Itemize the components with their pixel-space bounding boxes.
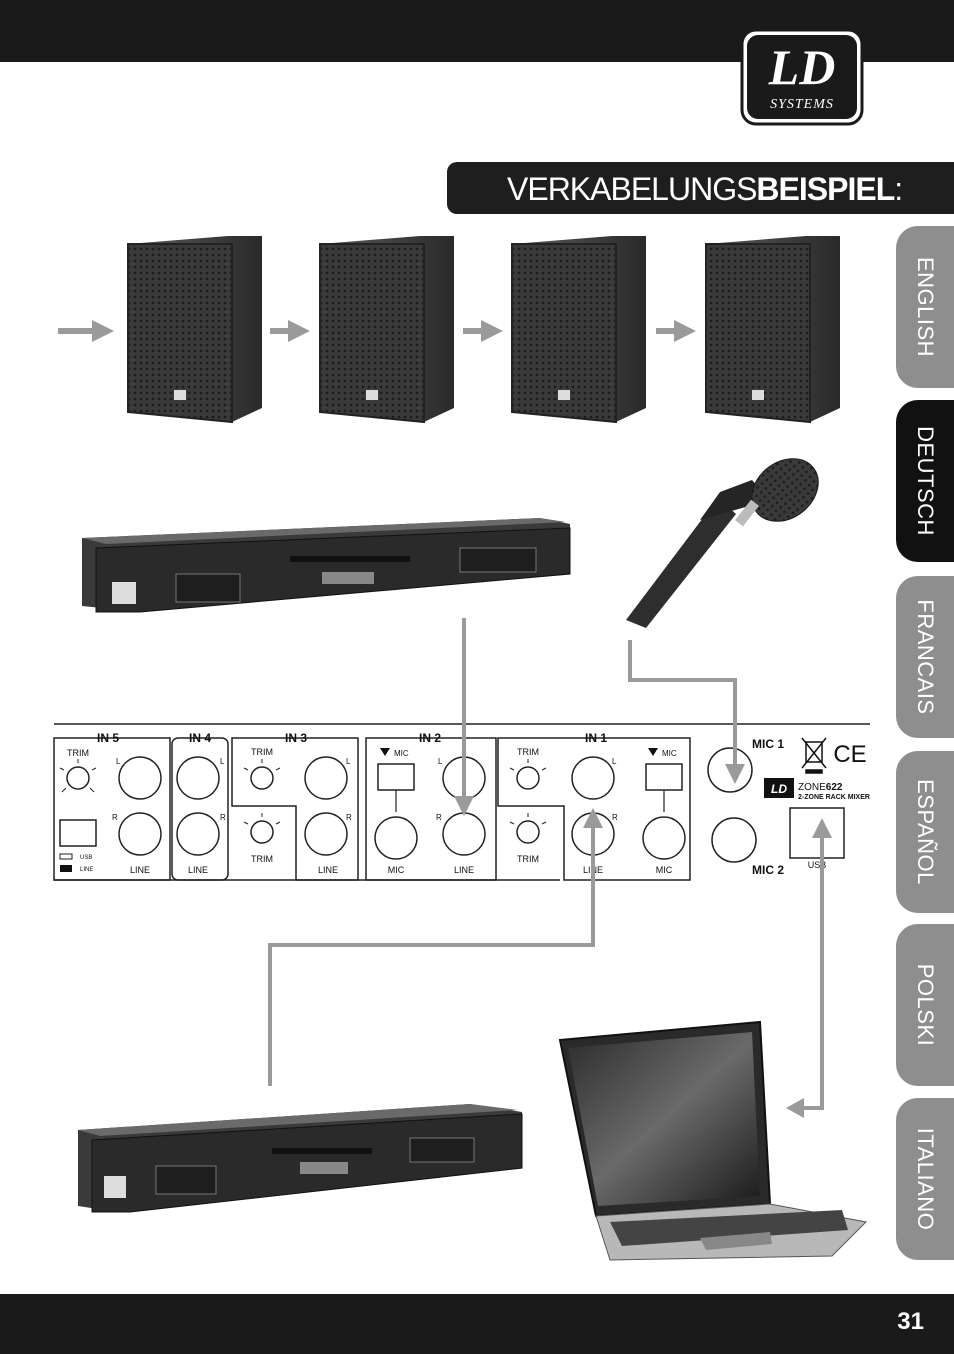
cable-in1-player2 bbox=[268, 822, 595, 1086]
knob-tick-marks bbox=[59, 759, 547, 825]
rack-logo-badge-2 bbox=[104, 1176, 126, 1198]
channel-label-in4: IN 4 bbox=[189, 731, 211, 745]
cd-player-top bbox=[82, 518, 571, 613]
model-name: ZONE622 bbox=[798, 782, 843, 793]
channel-label-in1: IN 1 bbox=[585, 731, 607, 745]
in1-mic-jack[interactable] bbox=[642, 816, 686, 860]
mixer-rear-panel: IN 5 IN 4 IN 3 IN 2 IN 1 TRIM L R USB LI… bbox=[53, 723, 870, 881]
cable-usb-laptop bbox=[800, 834, 824, 1110]
speaker-2 bbox=[319, 236, 454, 424]
in5-trim-label: TRIM bbox=[67, 748, 89, 758]
in4-trim-knob[interactable] bbox=[250, 766, 274, 790]
in5-trim-knob[interactable] bbox=[66, 766, 90, 790]
title-bold: BEISPIEL bbox=[756, 171, 895, 207]
panel-ld-logo-text: LD bbox=[771, 782, 787, 796]
speaker-3 bbox=[511, 236, 646, 424]
bottom-bar: 31 bbox=[0, 1294, 954, 1354]
in5-r-label: R bbox=[112, 813, 118, 822]
in5-line-option: LINE bbox=[80, 867, 93, 873]
model-subtitle: 2-ZONE RACK MIXER bbox=[798, 794, 870, 801]
in1-r-label: R bbox=[612, 813, 618, 822]
in5-l-label: L bbox=[116, 757, 121, 766]
in5-usb-line-switch[interactable] bbox=[59, 819, 97, 847]
panel-ld-logo bbox=[764, 778, 794, 798]
in3-trim-bottom-label: TRIM bbox=[251, 854, 273, 864]
in2-mic-label: MIC bbox=[388, 865, 405, 875]
in4-r-label: R bbox=[220, 813, 226, 822]
in3-line-label: LINE bbox=[318, 865, 338, 875]
mic1-label: MIC 1 bbox=[752, 737, 784, 751]
cable-mic-mic1 bbox=[628, 640, 737, 768]
in2-r-label: R bbox=[436, 813, 442, 822]
in2-mic-jack[interactable] bbox=[374, 816, 418, 860]
weee-bin-icon bbox=[801, 737, 827, 774]
in4-l-label: L bbox=[220, 757, 225, 766]
tab-english[interactable]: ENGLISH bbox=[896, 226, 954, 388]
in1-mic-label: MIC bbox=[656, 865, 673, 875]
in4-line-l-jack[interactable] bbox=[176, 756, 220, 800]
tab-polski[interactable]: POLSKI bbox=[896, 924, 954, 1086]
in3-line-l-jack[interactable] bbox=[304, 756, 348, 800]
cable-arrowheads bbox=[454, 764, 832, 1118]
in1-trim-top-label: TRIM bbox=[517, 747, 539, 757]
in1-l-label: L bbox=[612, 757, 617, 766]
usb-port-label: USB bbox=[808, 860, 827, 870]
in1-mic-switch[interactable] bbox=[645, 763, 683, 791]
in2-trim-knob[interactable] bbox=[516, 766, 540, 790]
ce-mark: CE bbox=[833, 741, 866, 768]
model-name-light: ZONE bbox=[798, 782, 826, 793]
usb-port[interactable] bbox=[789, 807, 845, 859]
in3-l-label: L bbox=[346, 757, 351, 766]
in5-line-label: LINE bbox=[130, 865, 150, 875]
page-title: VERKABELUNGSBEISPIEL: bbox=[507, 171, 903, 208]
title-colon: : bbox=[894, 171, 903, 207]
in3-line-r-jack[interactable] bbox=[304, 812, 348, 856]
in3-r-label: R bbox=[346, 813, 352, 822]
heading-bar: VERKABELUNGSBEISPIEL: bbox=[447, 162, 954, 214]
in5-usb-option: USB bbox=[80, 855, 92, 861]
cd-player-bottom bbox=[78, 1104, 523, 1213]
in3-trim-knob[interactable] bbox=[250, 820, 274, 844]
in2-mic-switch[interactable] bbox=[377, 763, 415, 791]
speaker-chain-arrows bbox=[58, 320, 696, 342]
speaker-1 bbox=[127, 236, 262, 424]
in1-trim-knob[interactable] bbox=[516, 820, 540, 844]
model-name-bold: 622 bbox=[826, 782, 843, 793]
ld-systems-logo: LD SYSTEMS bbox=[740, 28, 864, 126]
channel-label-in2: IN 2 bbox=[419, 731, 441, 745]
speaker-4 bbox=[705, 236, 840, 424]
mic2-label: MIC 2 bbox=[752, 863, 784, 877]
rack-logo-badge bbox=[112, 582, 136, 604]
in5-line-r-jack[interactable] bbox=[118, 812, 162, 856]
laptop bbox=[558, 1020, 868, 1261]
in1-mic-switch-label: MIC bbox=[662, 749, 677, 758]
tab-deutsch[interactable]: DEUTSCH bbox=[896, 400, 954, 562]
in5-line-l-jack[interactable] bbox=[118, 756, 162, 800]
in1-trim-bottom-label: TRIM bbox=[517, 854, 539, 864]
in3-trim-top-label: TRIM bbox=[251, 747, 273, 757]
microphone bbox=[626, 458, 819, 628]
tab-francais[interactable]: FRANCAIS bbox=[896, 576, 954, 738]
channel-label-in3: IN 3 bbox=[285, 731, 307, 745]
page-number: 31 bbox=[897, 1308, 924, 1335]
in2-mic-switch-label: MIC bbox=[394, 749, 409, 758]
title-light: VERKABELUNGS bbox=[507, 171, 757, 207]
in2-line-r-jack[interactable] bbox=[442, 812, 486, 856]
in4-line-r-jack[interactable] bbox=[176, 812, 220, 856]
tab-espanol[interactable]: ESPAÑOL bbox=[896, 751, 954, 913]
in2-l-label: L bbox=[438, 757, 443, 766]
in1-line-l-jack[interactable] bbox=[571, 756, 615, 800]
in2-line-label: LINE bbox=[454, 865, 474, 875]
channel-label-in5: IN 5 bbox=[97, 731, 119, 745]
tab-italiano[interactable]: ITALIANO bbox=[896, 1098, 954, 1260]
mic2-jack[interactable] bbox=[711, 817, 757, 863]
signal-cables bbox=[268, 618, 824, 1110]
in4-line-label: LINE bbox=[188, 865, 208, 875]
logo-sub-text: SYSTEMS bbox=[770, 97, 834, 112]
logo-main-text: LD bbox=[768, 39, 836, 95]
